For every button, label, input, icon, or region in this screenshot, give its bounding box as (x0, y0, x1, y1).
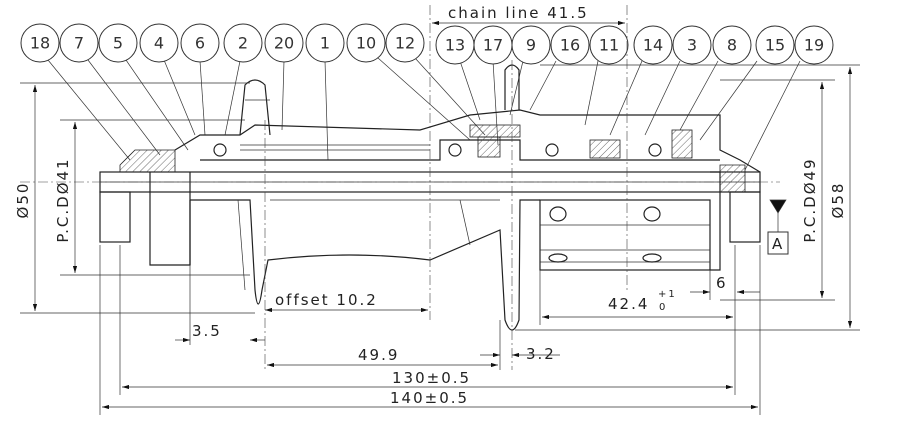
svg-text:2: 2 (238, 34, 248, 53)
balloon-20: 20 (264, 23, 304, 63)
balloon-19: 19 (794, 25, 834, 65)
datum-box (767, 231, 789, 255)
svg-text:6: 6 (195, 34, 205, 53)
pcd-41-label: P.C.DØ41 (54, 157, 72, 242)
balloon-2: 2 (223, 23, 263, 63)
svg-text:5: 5 (113, 34, 123, 53)
balloon-6: 6 (180, 23, 220, 63)
balloon-10: 10 (346, 23, 386, 63)
leader-lines (47, 57, 801, 171)
olw-130-label: 130±0.5 (392, 369, 471, 387)
balloon-11: 11 (589, 25, 629, 65)
svg-text:18: 18 (30, 34, 50, 53)
tolerance-upper: +1 (658, 289, 677, 300)
balloon-1: 1 (305, 23, 345, 63)
part-balloons: 18 7 5 4 6 2 20 1 10 12 13 17 9 16 11 14… (20, 23, 834, 65)
tolerance-lower: 0 (659, 302, 667, 313)
svg-text:15: 15 (765, 36, 785, 55)
chain-line-label: chain line 41.5 (448, 4, 589, 22)
hub-body (99, 64, 761, 331)
three-two-label: 3.2 (526, 345, 556, 363)
svg-text:9: 9 (526, 36, 536, 55)
pcd-49-label: P.C.DØ49 (801, 157, 819, 242)
six-label: 6 (716, 274, 728, 292)
balloon-7: 7 (59, 23, 99, 63)
offset-label: offset 10.2 (275, 291, 378, 309)
balloon-15: 15 (755, 25, 795, 65)
svg-text:1: 1 (320, 34, 330, 53)
balloon-14: 14 (633, 25, 673, 65)
svg-text:14: 14 (643, 36, 663, 55)
three-five-label: 3.5 (192, 322, 222, 340)
datum-label: A (772, 235, 783, 253)
balloon-5: 5 (98, 23, 138, 63)
dia-50-label: Ø50 (14, 182, 32, 219)
balloon-18: 18 (20, 23, 60, 63)
width-140-label: 140±0.5 (390, 389, 469, 407)
extension-lines (20, 64, 860, 415)
balloon-13: 13 (435, 25, 475, 65)
balloon-4: 4 (139, 23, 179, 63)
svg-text:7: 7 (74, 34, 84, 53)
width-42-label: 42.4 (608, 295, 649, 313)
forty-nine-label: 49.9 (358, 346, 399, 364)
balloon-8: 8 (712, 25, 752, 65)
svg-text:10: 10 (356, 34, 376, 53)
dimension-lines (32, 20, 853, 410)
balloon-17: 17 (473, 25, 513, 65)
svg-text:4: 4 (154, 34, 164, 53)
balloon-16: 16 (550, 25, 590, 65)
dia-58-label: Ø58 (829, 182, 847, 219)
balloon-9: 9 (511, 25, 551, 65)
dimension-labels: chain line 41.5 Ø50 P.C.DØ41 P.C.DØ49 Ø5… (14, 4, 847, 407)
svg-text:17: 17 (483, 36, 503, 55)
svg-text:11: 11 (599, 36, 619, 55)
svg-text:16: 16 (560, 36, 580, 55)
svg-text:3: 3 (687, 36, 697, 55)
balloon-3: 3 (672, 25, 712, 65)
svg-text:8: 8 (727, 36, 737, 55)
center-lines (20, 5, 780, 370)
svg-text:19: 19 (804, 36, 824, 55)
svg-text:12: 12 (395, 34, 415, 53)
svg-text:20: 20 (274, 34, 294, 53)
svg-text:13: 13 (445, 36, 465, 55)
balloon-12: 12 (385, 23, 425, 63)
